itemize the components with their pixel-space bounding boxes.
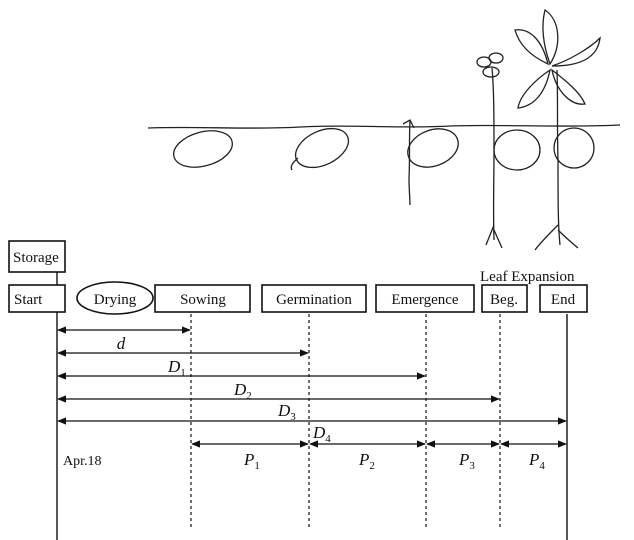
drying-label: Drying xyxy=(94,292,137,308)
beg-label: Beg. xyxy=(490,292,518,308)
label-P1: P1 xyxy=(243,450,260,472)
soil-line xyxy=(148,125,620,128)
end-label: End xyxy=(551,292,576,308)
storage-label: Storage xyxy=(13,250,59,266)
label-D4: D4 xyxy=(312,423,331,445)
label-D3: D3 xyxy=(277,401,296,423)
germination-label: Germination xyxy=(276,292,352,308)
leaf-expansion-label: Leaf Expansion xyxy=(480,269,575,285)
emergence-label: Emergence xyxy=(391,292,459,308)
seed-1 xyxy=(170,125,237,173)
seed-3 xyxy=(402,122,463,174)
sowing-label: Sowing xyxy=(180,292,226,308)
stage-labels: Storage Start Drying Sowing Germination … xyxy=(13,250,576,308)
label-D2: D2 xyxy=(233,380,252,402)
label-D1: D1 xyxy=(167,357,186,379)
interval-labels: d D1 D2 D3 D4 P1 P2 P3 P4 xyxy=(117,334,546,472)
label-d: d xyxy=(117,334,126,353)
date-label: Apr.18 xyxy=(63,454,102,469)
start-label: Start xyxy=(14,292,43,308)
label-P3: P3 xyxy=(458,450,475,472)
seed-4 xyxy=(494,130,540,170)
label-P4: P4 xyxy=(528,450,545,472)
interval-arrows xyxy=(58,330,566,444)
label-P2: P2 xyxy=(358,450,375,472)
seed-5 xyxy=(554,128,594,168)
seed-2 xyxy=(289,121,354,175)
seedling-illustration xyxy=(148,10,620,250)
